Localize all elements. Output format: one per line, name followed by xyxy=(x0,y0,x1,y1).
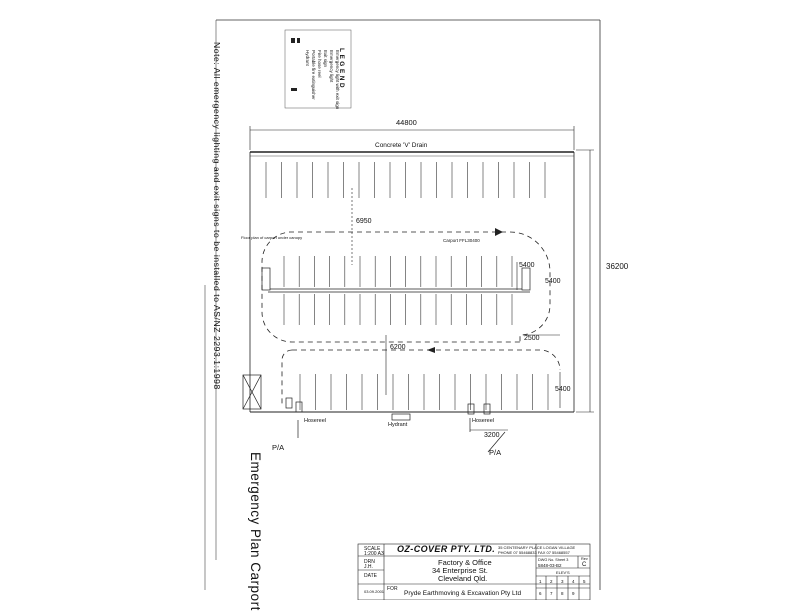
elevation-number: 2 xyxy=(550,579,553,584)
company-phone: PHONE 07 55468833 FAX 07 55468557 xyxy=(498,550,570,555)
scale-value: 1:200 A3 xyxy=(364,551,384,557)
direction-arrow-lower xyxy=(427,347,435,353)
for-label: FOR xyxy=(387,586,398,592)
dimension-5400: 5400 xyxy=(519,262,535,269)
dimension-6200: 6200 xyxy=(390,344,406,351)
elevation-number: 8 xyxy=(561,591,564,596)
project-line: Cleveland Qld. xyxy=(438,574,488,583)
legend-item: Emergency light xyxy=(329,50,334,83)
elevation-number: 4 xyxy=(572,579,575,584)
height-dimension xyxy=(576,149,594,413)
elevation-number: 6 xyxy=(539,591,542,596)
client-name: Pryde Earthmoving & Excavation Pty Ltd xyxy=(404,590,522,597)
hosereel-label: Hosereel xyxy=(304,418,327,424)
project-line: Factory & Office xyxy=(438,558,492,567)
dimension-2500: 2500 xyxy=(524,335,540,342)
scale-label: SCALE xyxy=(364,546,381,552)
legend-item: Hydrant xyxy=(305,50,310,66)
dimension-5400: 5400 xyxy=(555,386,571,393)
hydrant-label: Hydrant xyxy=(388,422,408,428)
company-name: OZ-COVER PTY. LTD. xyxy=(397,544,496,554)
parking-bays-top xyxy=(265,162,546,198)
drawing-title: Emergency Plan Carport xyxy=(248,452,263,611)
dimension-6950: 6950 xyxy=(356,218,372,225)
dwg-number: 5848-03-B2 xyxy=(538,563,562,568)
date-label: DATE xyxy=(364,573,377,579)
elevation-number: 1 xyxy=(539,579,542,584)
carport-outline xyxy=(249,151,575,413)
legend-item: Exit sign xyxy=(323,50,328,68)
rev-label: Rev xyxy=(581,557,588,561)
title-block xyxy=(357,543,591,600)
elevation-number: 7 xyxy=(550,591,553,596)
parking-bays-middle-top xyxy=(283,256,513,287)
company-address: 35 CENTENARY PLACE LOGAN VILLAGE xyxy=(498,545,576,550)
dimension-3200: 3200 xyxy=(484,432,500,439)
drawn-value: J.H. xyxy=(364,564,373,570)
dimension-5400: 5400 xyxy=(545,278,561,285)
direction-arrow xyxy=(495,228,503,236)
carport-level-label: Carport FFL30400 xyxy=(443,238,480,243)
central-island xyxy=(261,267,531,293)
drain-label: Concrete 'V' Drain xyxy=(375,142,428,149)
bottom-features xyxy=(242,374,506,453)
drawn-label: DRN xyxy=(364,559,375,565)
pa-label: P/A xyxy=(489,448,502,457)
rev-value: C xyxy=(582,562,587,568)
legend xyxy=(284,29,352,109)
width-dimension xyxy=(249,126,575,150)
pa-label: P/A xyxy=(272,443,285,452)
date-value: 03.09.2001 xyxy=(364,589,385,594)
width-dimension-label: 44800 xyxy=(396,118,417,127)
installation-note: Note: All emergency lighting and exit si… xyxy=(212,42,222,390)
parking-bays-middle-bottom xyxy=(283,294,513,325)
internal-dimensions xyxy=(351,188,561,431)
legend-item: Fire hose reel xyxy=(317,50,322,78)
elevation-number: 5 xyxy=(583,579,586,584)
dwg-label: DWG No. Sheet 3 xyxy=(538,558,569,562)
hosereel-label: Hosereel xyxy=(472,418,495,424)
elevation-number: 9 xyxy=(572,591,575,596)
driveway-loop xyxy=(261,231,561,405)
project-line: 34 Enterprise St. xyxy=(432,566,488,575)
height-dimension-label: 36200 xyxy=(606,262,629,271)
legend-item: Portable fire extinguisher xyxy=(311,50,316,100)
floor-plan-note: Floor plan of carport under canopy xyxy=(241,235,303,240)
parking-bays-bottom xyxy=(299,374,549,410)
elevations-label: ELEV'S xyxy=(556,570,570,575)
legend-item: Emergency light with exit sign xyxy=(335,50,340,110)
elevation-number: 3 xyxy=(561,579,564,584)
